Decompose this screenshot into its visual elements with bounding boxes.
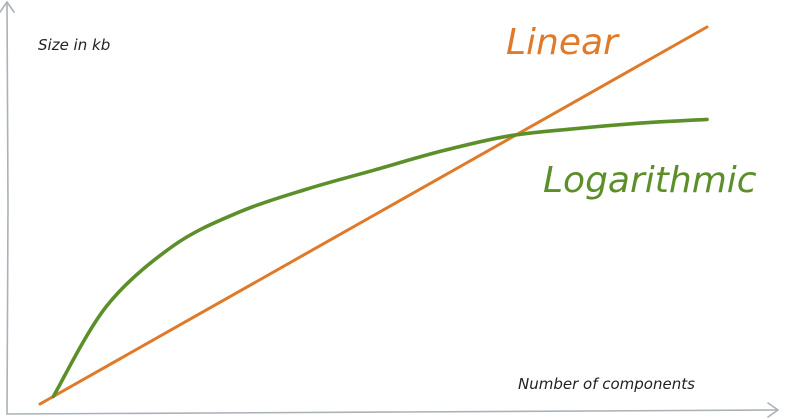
- x-axis-arrow: [767, 402, 779, 418]
- series-label-linear: Linear: [506, 22, 620, 63]
- x-axis: [6, 402, 779, 418]
- series-line-linear: [38, 25, 709, 406]
- series-line-logarithmic: [51, 117, 709, 399]
- y-axis-arrow: [0, 1, 15, 13]
- y-axis-label: Size in kb: [38, 36, 110, 54]
- series-layer: [38, 25, 709, 406]
- y-axis-line: [6, 1, 9, 415]
- series-label-logarithmic: Logarithmic: [543, 160, 757, 201]
- x-axis-line: [6, 409, 779, 415]
- y-axis: [0, 1, 15, 415]
- x-axis-label: Number of components: [518, 375, 695, 393]
